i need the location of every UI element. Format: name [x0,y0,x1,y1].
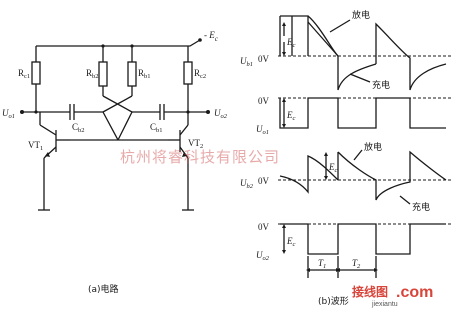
rc2-label: Rc2 [194,68,206,80]
trace-uo2: 0V Ec Uo2 T1 T2 [256,222,452,278]
uo1-label: Uo1 [2,108,15,120]
circuit-diagram: - Ec Rc1 Rb2 Rb1 Rc2 Uo1 Cb2 [2,30,228,295]
vt2-label: VT2 [188,138,203,150]
discharge-label-top: 放电 [352,9,370,21]
trace-uo1: 0V Ec Uo1 [256,96,452,136]
charge-label-top: 充电 [372,79,390,91]
company-watermark: 杭州将睿科技有限公司 [120,148,280,166]
resistor-rb1 [127,61,137,87]
ec3-label: Ec [328,162,338,174]
zero-v-4: 0V [258,222,270,232]
waveform-caption: (b)波形 [318,295,349,307]
zero-v-1: 0V [258,54,270,64]
cb1-label: Cb1 [150,122,163,134]
ec4-label: Ec [286,236,296,248]
uo2-terminal [206,110,210,114]
ec2-label: Ec [286,110,296,122]
logo-text: 接线图 [352,284,388,299]
supply-label: - Ec [204,30,219,43]
transistor-vt2 [168,112,194,211]
uo1-wave-label: Uo1 [256,124,269,136]
vt1-label: VT1 [28,140,43,152]
ub1-label: Ub1 [240,56,253,68]
zero-v-3: 0V [258,176,270,186]
t1-label: T1 [318,258,326,270]
discharge-label-mid: 放电 [364,141,382,153]
site-logo: 接线图 .com jiexiantu [352,284,433,308]
logo-com: .com [396,284,433,301]
zero-v-2: 0V [258,96,270,106]
logo-url: jiexiantu [371,301,398,308]
cross-coupling [102,95,133,113]
capacitor-cb1 [159,104,165,120]
waveform-panel: Ec Ub1 0V 放电 充电 0V Ec Uo1 [240,9,452,307]
ec1-label: Ec [286,37,296,49]
ub2-label: Ub2 [240,178,254,190]
resistor-rc2 [183,61,193,85]
rc1-label: Rc1 [18,68,30,80]
rb2-label: Rb2 [86,68,99,80]
trace-ub1: Ec Ub1 0V 放电 充电 [240,9,452,91]
t2-label: T2 [352,258,361,270]
resistor-rb2 [98,61,108,87]
resistor-rc1 [31,61,41,85]
rb1-label: Rb1 [138,68,151,80]
charge-label-mid: 充电 [412,201,430,213]
trace-ub2: Ec Ub2 0V 放电 充电 [240,141,452,213]
uo2-wave-label: Uo2 [256,250,270,262]
capacitor-cb2 [69,104,75,120]
transistor-vt1 [38,112,70,211]
cb2-label: Cb2 [72,122,85,134]
supply-rail [36,39,201,47]
circuit-caption: (a)电路 [88,283,119,295]
uo2-label: Uo2 [214,108,228,120]
